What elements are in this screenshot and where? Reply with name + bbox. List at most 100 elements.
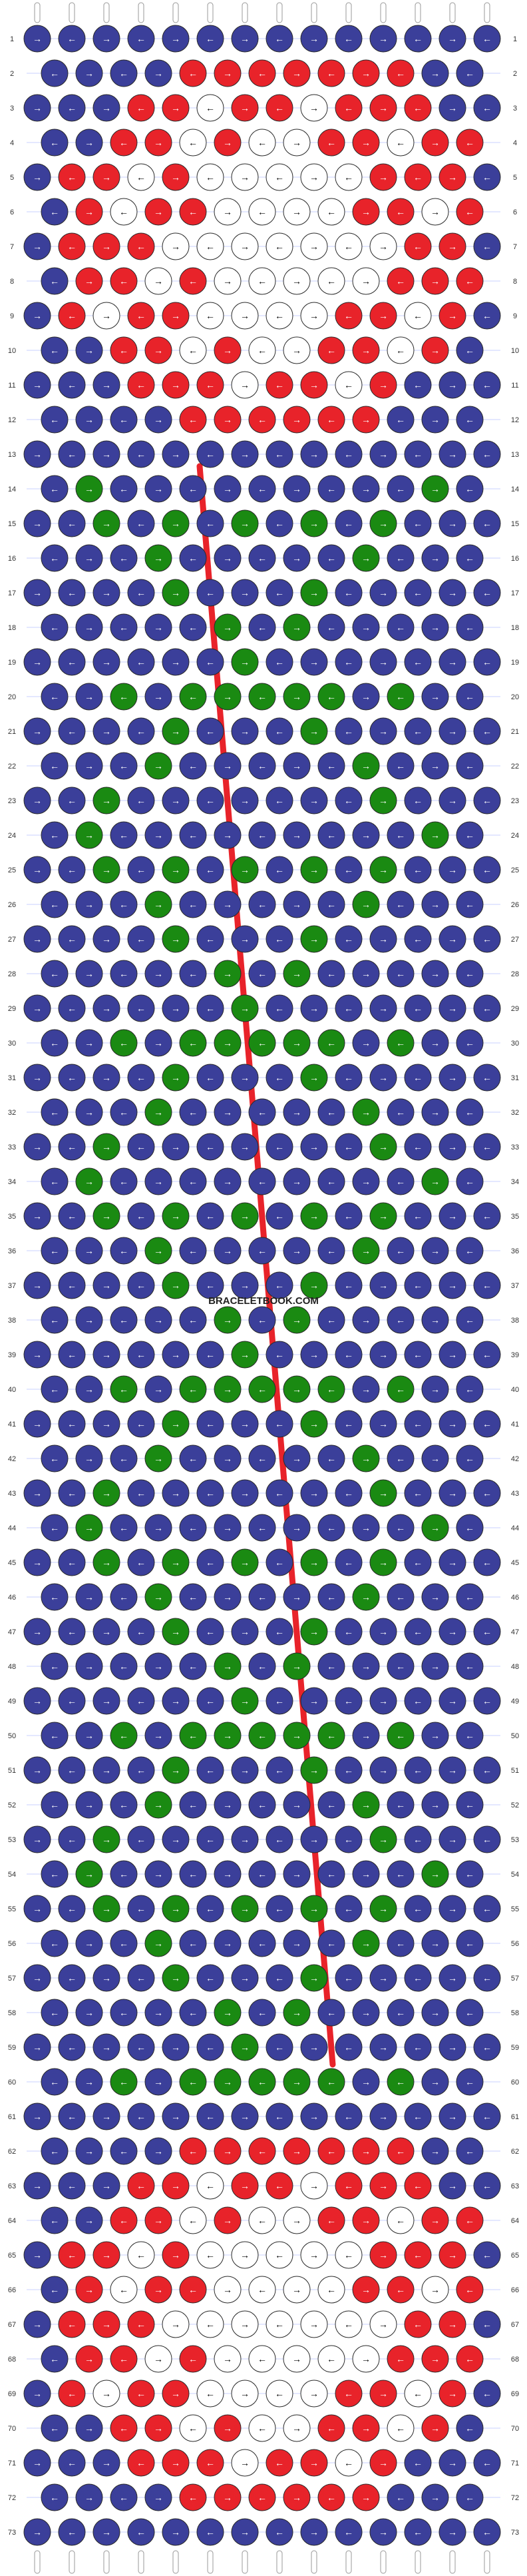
knot-arrow: →: [448, 1349, 457, 1360]
knot: [127, 787, 155, 814]
knot: [473, 1410, 501, 1438]
knot-arrow: →: [154, 1107, 163, 1118]
knot-arrow: ←: [327, 2354, 336, 2364]
row-number-left: 14: [8, 485, 16, 493]
knot: [317, 2345, 345, 2373]
row-number-right: 67: [511, 2321, 519, 2329]
knot: [283, 1999, 311, 2027]
knot-arrow: →: [431, 1869, 440, 1879]
knot-arrow: ←: [327, 483, 336, 494]
knot: [317, 1306, 345, 1334]
knot: [214, 2206, 242, 2234]
knot-arrow: ←: [327, 2146, 336, 2156]
knot: [421, 129, 449, 157]
knot-arrow: ←: [67, 1834, 77, 1845]
knot-arrow: →: [361, 1315, 371, 1325]
knot: [162, 1618, 190, 1646]
knot-arrow: →: [102, 518, 111, 529]
string-bottom: [172, 2550, 179, 2574]
knot: [352, 1652, 380, 1680]
knot-arrow: ←: [188, 1176, 198, 1187]
row-number-right: 59: [511, 2044, 519, 2052]
knot-arrow: →: [292, 2284, 301, 2295]
knot: [439, 579, 466, 607]
knot-arrow: ←: [188, 1592, 198, 1602]
knot: [439, 2380, 466, 2408]
knot-arrow: ←: [50, 1938, 59, 1949]
knot-arrow: →: [292, 691, 301, 702]
knot-arrow: ←: [67, 2180, 77, 2191]
knot: [387, 613, 415, 641]
knot-arrow: →: [448, 1141, 457, 1152]
knot-arrow: →: [154, 2215, 163, 2226]
knot-arrow: →: [102, 2527, 111, 2537]
knot-arrow: →: [85, 968, 94, 979]
knot-arrow: →: [361, 1938, 371, 1949]
knot: [23, 1341, 51, 1369]
knot-arrow: →: [309, 1834, 319, 1845]
knot-arrow: ←: [136, 1141, 146, 1152]
knot-arrow: →: [379, 864, 388, 875]
knot-arrow: ←: [465, 483, 474, 494]
knot-arrow: →: [102, 1834, 111, 1845]
knot: [439, 2310, 466, 2338]
knot: [127, 1895, 155, 1923]
row-number-left: 66: [8, 2286, 16, 2294]
knot-arrow: →: [240, 726, 250, 737]
knot-arrow: ←: [258, 2423, 267, 2433]
knot: [317, 1098, 345, 1126]
knot-arrow: ←: [119, 2215, 128, 2226]
knot-arrow: →: [171, 934, 180, 944]
knot: [58, 648, 86, 676]
knot: [127, 2449, 155, 2477]
knot: [265, 2102, 293, 2130]
knot-arrow: →: [431, 1176, 440, 1187]
knot-arrow: ←: [465, 691, 474, 702]
knot-arrow: ←: [396, 830, 405, 840]
knot: [144, 960, 172, 988]
knot-arrow: →: [379, 1419, 388, 1429]
knot-arrow: ←: [136, 2180, 146, 2191]
knot: [265, 1479, 293, 1507]
row-number-left: 4: [10, 139, 14, 147]
knot: [265, 1687, 293, 1715]
knot: [352, 1583, 380, 1611]
knot-arrow: ←: [327, 2423, 336, 2433]
knot-arrow: →: [154, 691, 163, 702]
knot: [162, 25, 190, 53]
knot-arrow: ←: [50, 2215, 59, 2226]
knot: [75, 1029, 103, 1057]
knot-arrow: →: [102, 449, 111, 460]
knot-arrow: ←: [396, 1453, 405, 1464]
knot-arrow: ←: [136, 518, 146, 529]
knot: [456, 2414, 484, 2442]
knot-arrow: →: [379, 2250, 388, 2260]
row-number-left: 22: [8, 763, 16, 771]
knot: [335, 2380, 363, 2408]
knot-arrow: →: [361, 2423, 371, 2433]
knot-arrow: →: [309, 587, 319, 598]
row-number-right: 33: [511, 1143, 519, 1151]
knot: [179, 890, 207, 918]
knot-arrow: →: [171, 310, 180, 321]
knot-arrow: ←: [344, 103, 353, 113]
knot-arrow: →: [379, 795, 388, 806]
knot-arrow: ←: [396, 2146, 405, 2156]
knot-arrow: →: [361, 137, 371, 148]
knot-arrow: ←: [482, 864, 492, 875]
knot: [162, 1548, 190, 1576]
knot: [265, 1825, 293, 1853]
knot-arrow: ←: [482, 1211, 492, 1221]
knot: [75, 752, 103, 780]
knot: [110, 960, 138, 988]
knot-arrow: →: [448, 657, 457, 667]
knot-arrow: ←: [275, 2319, 284, 2330]
knot: [58, 856, 86, 884]
knot-arrow: →: [309, 1003, 319, 1014]
knot: [387, 2276, 415, 2304]
knot: [404, 2449, 432, 2477]
knot-arrow: →: [240, 1696, 250, 1706]
knot: [300, 2518, 328, 2546]
knot-arrow: →: [448, 2250, 457, 2260]
knot: [58, 1825, 86, 1853]
